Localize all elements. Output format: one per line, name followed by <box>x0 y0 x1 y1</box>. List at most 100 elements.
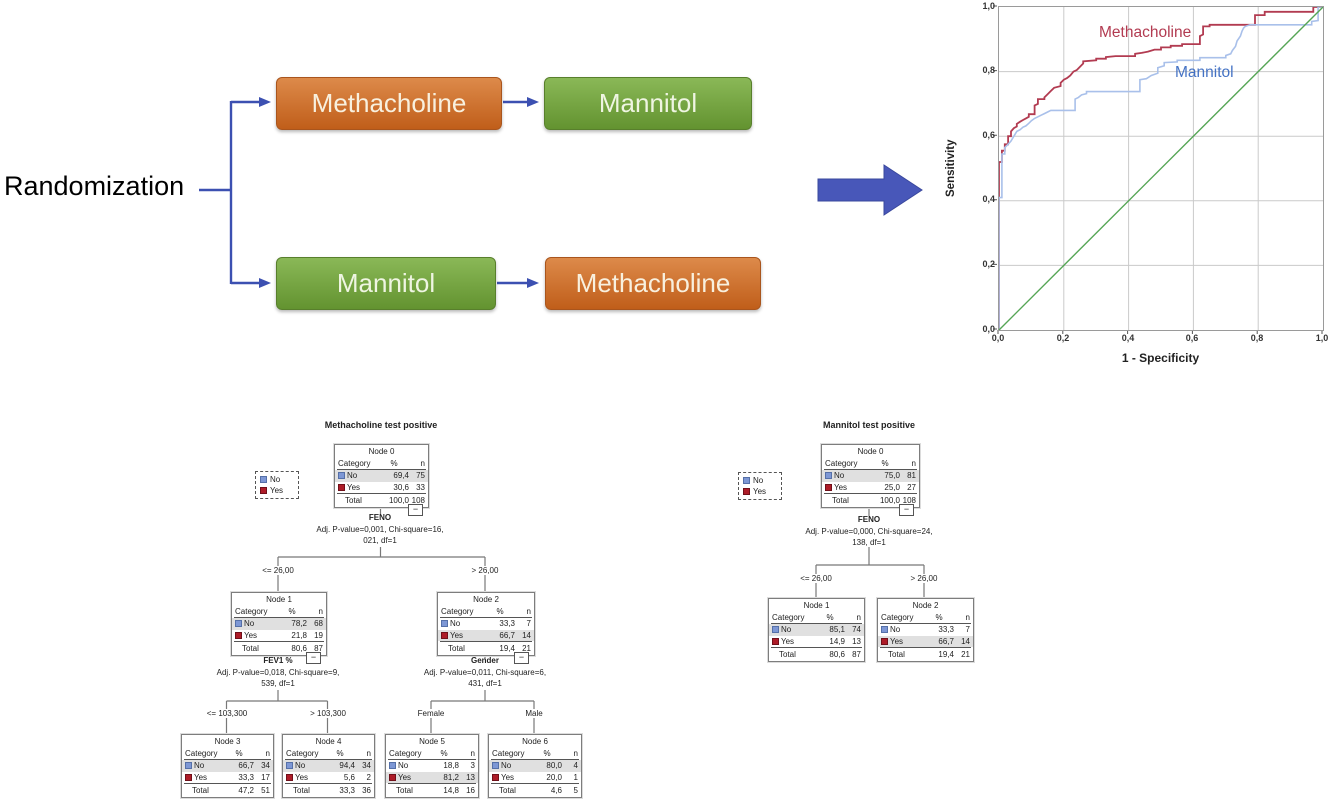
yes-swatch-icon <box>492 773 499 781</box>
no-swatch-icon <box>260 476 267 483</box>
roc-xtick: 0,2 <box>1056 333 1070 343</box>
node-header: Category%n <box>388 749 476 760</box>
roc-ytick: 0,6 <box>982 130 995 140</box>
roc-xtick: 0,8 <box>1250 333 1264 343</box>
legend-item-yes: Yes <box>743 487 781 496</box>
roc-xtick: 0,6 <box>1185 333 1199 343</box>
roc-ytick-marks <box>993 5 997 330</box>
yes-swatch-icon <box>825 483 832 491</box>
node-header: Category%n <box>184 749 271 760</box>
node-title: Node 1 <box>803 601 830 610</box>
no-swatch-icon <box>441 620 448 628</box>
roc-gridlines <box>999 7 1323 330</box>
roc-ytick: 1,0 <box>982 1 995 11</box>
roc-curve-label-methacholine: Methacholine <box>1099 24 1192 41</box>
flow-box-arm2-first: Mannitol <box>276 257 496 310</box>
flow-box-arm2-second: Methacholine <box>545 257 761 310</box>
no-swatch-icon <box>338 472 345 480</box>
branch-label: <= 26,00 <box>259 566 297 575</box>
yes-swatch-icon <box>286 773 293 781</box>
roc-curves-svg <box>999 7 1323 330</box>
branch-label: Male <box>522 709 546 718</box>
legend-label: Yes <box>753 487 767 496</box>
split-info-feno: FENO Adj. P-value=0,000, Chi-square=24, … <box>805 515 933 547</box>
branch-label: > 26,00 <box>907 574 941 583</box>
split-info-feno: FENO Adj. P-value=0,001, Chi-square=16, … <box>316 513 444 545</box>
roc-series-Methacholine <box>999 7 1323 330</box>
branch-label: > 103,300 <box>307 709 349 718</box>
big-right-arrow-icon <box>817 164 923 216</box>
roc-ytick: 0,8 <box>982 65 995 75</box>
yes-swatch-icon <box>881 637 888 645</box>
no-swatch-icon <box>881 626 888 634</box>
yes-swatch-icon <box>185 773 192 781</box>
no-swatch-icon <box>743 477 750 484</box>
no-swatch-icon <box>825 472 832 480</box>
yes-swatch-icon <box>260 487 267 494</box>
collapse-button[interactable]: − <box>306 652 321 664</box>
no-swatch-icon <box>286 762 293 770</box>
node-title: Node 1 <box>266 595 292 604</box>
roc-curve-label-mannitol: Mannitol <box>1175 64 1234 81</box>
yes-swatch-icon <box>235 631 242 639</box>
roc-xtick: 0,0 <box>991 333 1005 343</box>
node-header: Category%n <box>491 749 579 760</box>
roc-xtick: 1,0 <box>1315 333 1329 343</box>
tree-legend: No Yes <box>255 471 299 499</box>
roc-ytick: 0,0 <box>982 324 995 334</box>
legend-item-no: No <box>743 476 781 485</box>
collapse-button[interactable]: − <box>514 652 529 664</box>
node-title: Node 0 <box>857 447 884 456</box>
legend-item-yes: Yes <box>260 486 298 495</box>
legend-item-no: No <box>260 475 298 484</box>
node-header: Category%n <box>285 749 372 760</box>
roc-x-axis-label: 1 - Specificity <box>1121 351 1200 365</box>
branch-label: > 26,00 <box>468 566 502 575</box>
node-header: Category%n <box>234 607 324 618</box>
legend-label: Yes <box>270 486 284 495</box>
node-title: Node 2 <box>912 601 939 610</box>
split-info-fev1: FEV1 % Adj. P-value=0,018, Chi-square=9,… <box>216 656 340 688</box>
node-title: Node 6 <box>522 737 548 746</box>
node-header: Category%n <box>880 613 971 624</box>
collapse-button[interactable]: − <box>408 504 423 516</box>
tree-title-mannitol: Mannitol test positive <box>822 420 915 430</box>
flow-box-arm1-first: Methacholine <box>276 77 502 130</box>
flow-branch-lines <box>199 101 233 284</box>
roc-ytick: 0,2 <box>982 259 995 269</box>
legend-label: No <box>753 476 764 485</box>
no-swatch-icon <box>389 762 396 770</box>
no-swatch-icon <box>185 762 192 770</box>
collapse-button[interactable]: − <box>899 504 914 516</box>
no-swatch-icon <box>235 620 242 628</box>
roc-y-axis-label: Sensitivity <box>945 139 957 197</box>
node-title: Node 5 <box>419 737 445 746</box>
node-title: Node 2 <box>473 595 499 604</box>
flow-box-arm1-second: Mannitol <box>544 77 752 130</box>
flow-box-label: Mannitol <box>336 268 436 298</box>
